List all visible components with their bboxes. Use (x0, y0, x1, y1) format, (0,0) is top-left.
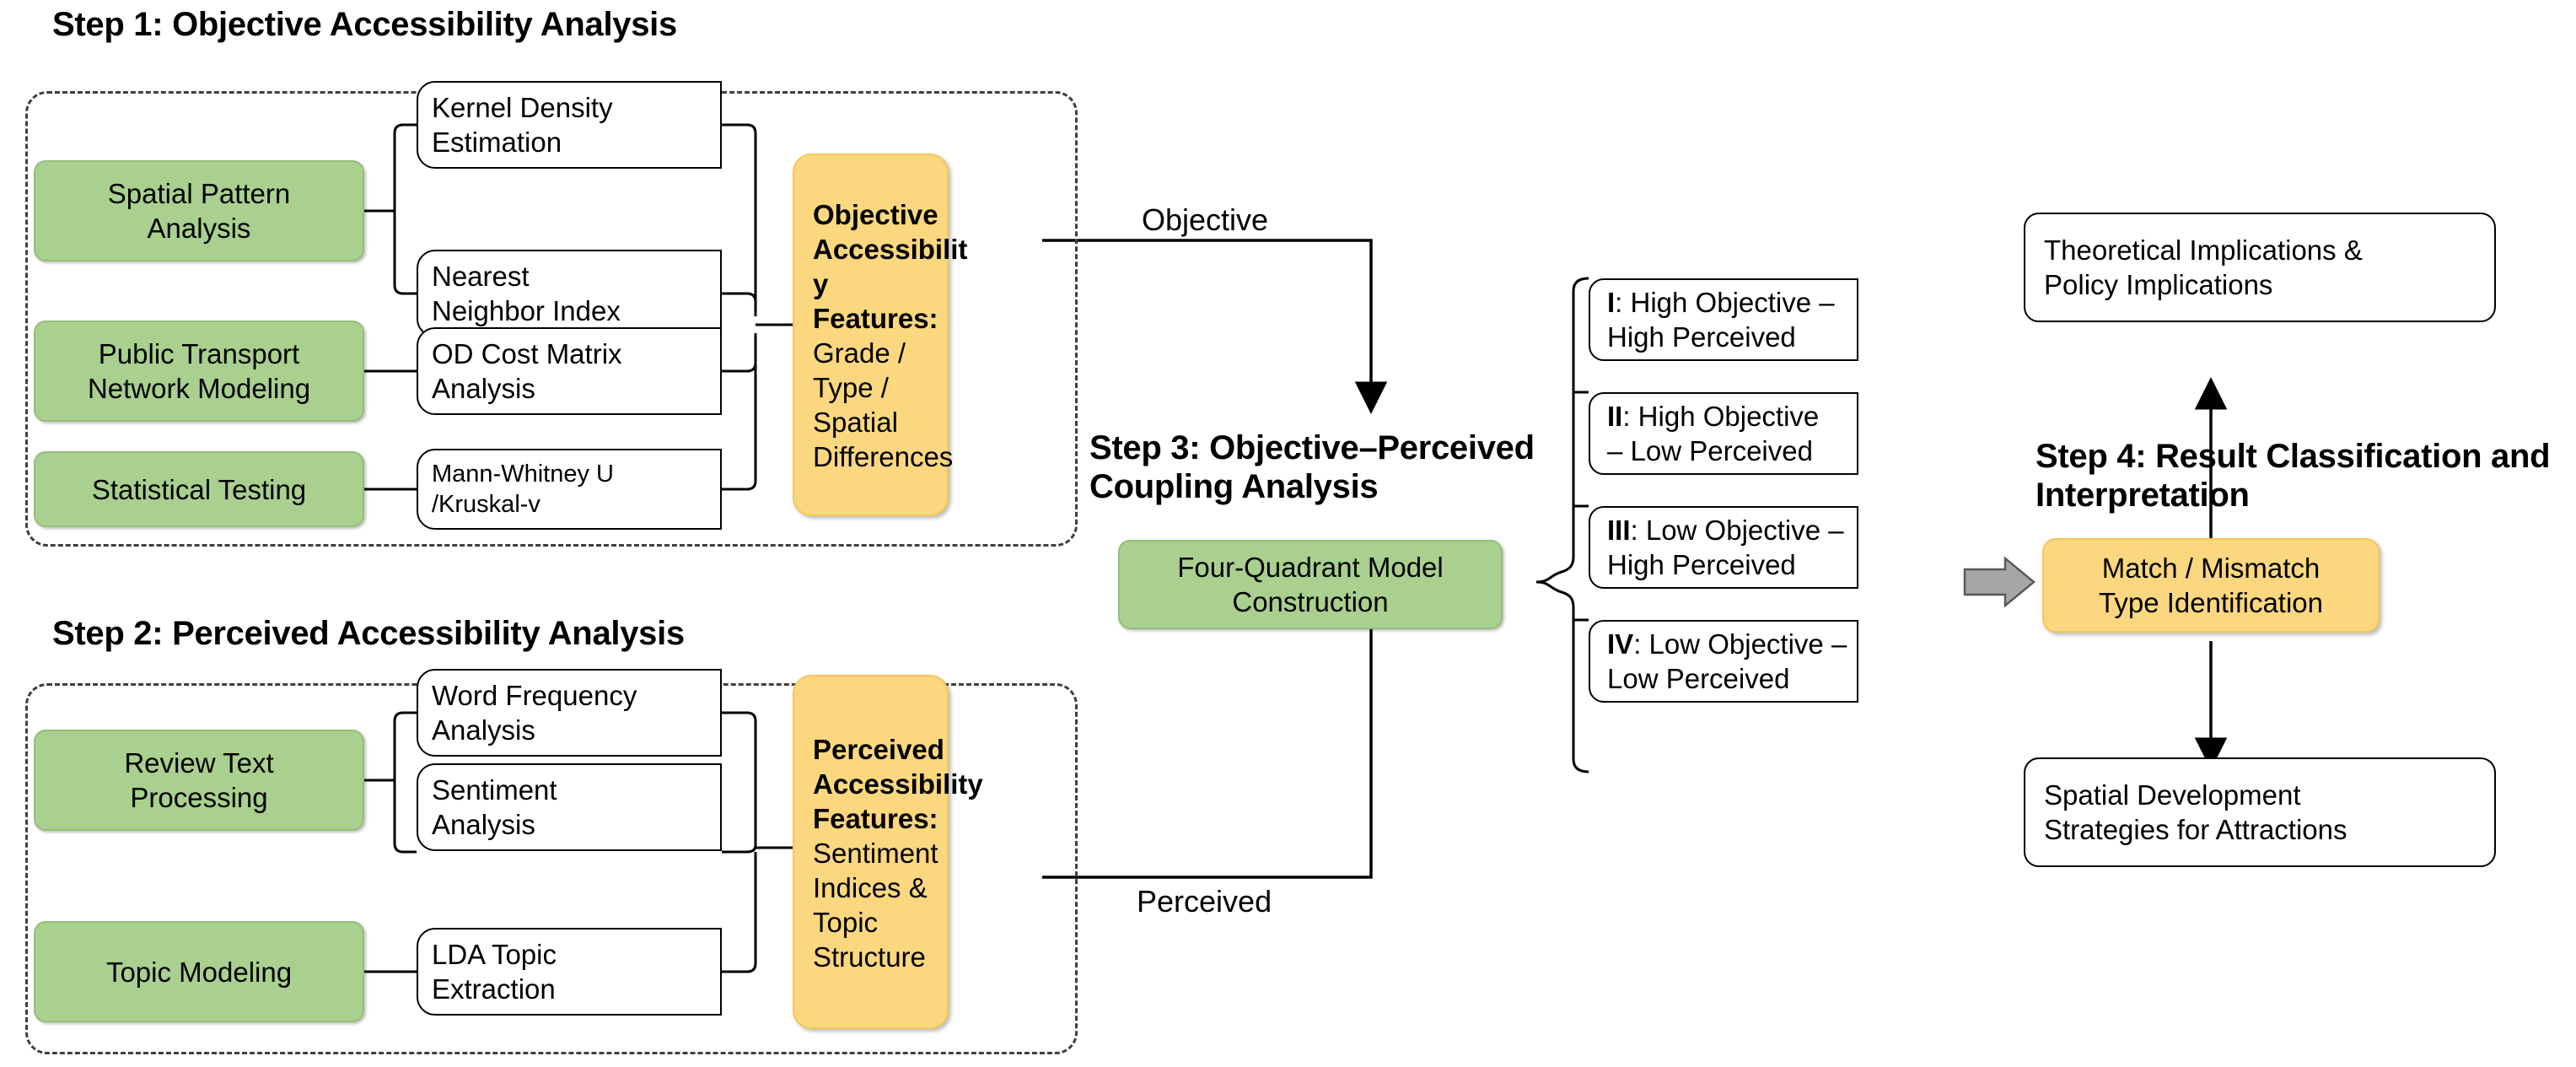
quadrant-box-1[interactable]: I: High Objective – High Perceived (1589, 278, 1858, 361)
step2-title: Step 2: Perceived Accessibility Analysis (52, 615, 685, 652)
node-label: Sentiment Analysis (432, 774, 557, 840)
node-sentiment-analysis[interactable]: Sentiment Analysis (417, 763, 722, 851)
quadrant-text: : High Objective – Low Perceived (1607, 401, 1820, 466)
quadrant-box-3[interactable]: III: Low Objective – High Perceived (1589, 506, 1858, 589)
node-kernel-density-estimation[interactable]: Kernel Density Estimation (417, 81, 722, 169)
node-label: Match / Mismatch Type Identification (2099, 552, 2323, 618)
node-public-transport-network-modeling[interactable]: Public Transport Network Modeling (34, 321, 364, 422)
node-word-frequency-analysis[interactable]: Word Frequency Analysis (417, 669, 722, 757)
node-label: Kernel Density Estimation (432, 92, 613, 158)
node-label: Topic Modeling (105, 956, 293, 988)
step3-title: Step 3: Objective–Perceived Coupling Ana… (1089, 429, 1535, 505)
node-od-cost-matrix-analysis[interactable]: OD Cost Matrix Analysis (417, 327, 722, 415)
node-nearest-neighbor-index[interactable]: Nearest Neighbor Index (417, 250, 722, 337)
quadrant-box-2[interactable]: II: High Objective – Low Perceived (1589, 392, 1858, 475)
node-label: Spatial Pattern Analysis (107, 178, 291, 244)
node-theoretical-policy-implications[interactable]: Theoretical Implications & Policy Implic… (2024, 213, 2496, 322)
node-spatial-development-strategies[interactable]: Spatial Development Strategies for Attra… (2024, 757, 2496, 867)
quadrant-box-4[interactable]: IV: Low Objective – Low Perceived (1589, 620, 1858, 703)
quadrant-text: : High Objective – High Perceived (1607, 287, 1835, 353)
edge-label-perceived: Perceived (1137, 884, 1272, 919)
node-label: Four-Quadrant Model Construction (1177, 552, 1444, 617)
node-title: Objective Accessibilit y Features: (813, 199, 968, 334)
node-lda-topic-extraction[interactable]: LDA Topic Extraction (417, 928, 722, 1016)
node-perceived-accessibility-features[interactable]: Perceived Accessibility Features: Sentim… (793, 675, 983, 1029)
node-label: Spatial Development Strategies for Attra… (2044, 779, 2347, 845)
node-mann-whitney-kruskal[interactable]: Mann-Whitney U /Kruskal-v (417, 449, 722, 530)
quadrant-text: : Low Objective – Low Perceived (1607, 628, 1847, 694)
node-label: Public Transport Network Modeling (87, 338, 311, 404)
node-spatial-pattern-analysis[interactable]: Spatial Pattern Analysis (34, 160, 364, 261)
node-review-text-processing[interactable]: Review Text Processing (34, 730, 364, 831)
quadrant-numeral: IV (1607, 628, 1634, 660)
node-topic-modeling[interactable]: Topic Modeling (34, 921, 364, 1022)
node-label: Review Text Processing (124, 747, 274, 813)
node-four-quadrant-model-construction[interactable]: Four-Quadrant Model Construction (1118, 540, 1503, 629)
node-label: Mann-Whitney U /Kruskal-v (432, 461, 614, 518)
edge-label-objective: Objective (1142, 202, 1269, 237)
node-label: Theoretical Implications & Policy Implic… (2044, 234, 2363, 300)
node-title: Perceived Accessibility Features: (813, 733, 983, 834)
quadrant-numeral: I (1607, 287, 1616, 318)
quadrant-text: : Low Objective – High Perceived (1607, 515, 1844, 580)
node-label: Statistical Testing (91, 473, 307, 505)
node-label: LDA Topic Extraction (432, 939, 557, 1005)
step1-title: Step 1: Objective Accessibility Analysis (52, 6, 677, 43)
step4-title: Step 4: Result Classification and Interp… (2036, 438, 2551, 514)
node-objective-accessibility-features[interactable]: Objective Accessibilit y Features: Grade… (793, 154, 968, 516)
node-match-mismatch-type-identification[interactable]: Match / Mismatch Type Identification (2042, 538, 2380, 633)
node-body: Grade / Type / Spatial Differences (813, 337, 954, 472)
node-statistical-testing[interactable]: Statistical Testing (34, 451, 364, 527)
node-label: OD Cost Matrix Analysis (432, 338, 622, 404)
node-label: Nearest Neighbor Index (432, 261, 621, 326)
node-body: Sentiment Indices & Topic Structure (813, 837, 938, 973)
quadrant-numeral: III (1607, 515, 1631, 546)
gray-right-arrow-icon (1965, 557, 2037, 607)
node-label: Word Frequency Analysis (432, 680, 637, 746)
quadrant-numeral: II (1607, 401, 1623, 432)
